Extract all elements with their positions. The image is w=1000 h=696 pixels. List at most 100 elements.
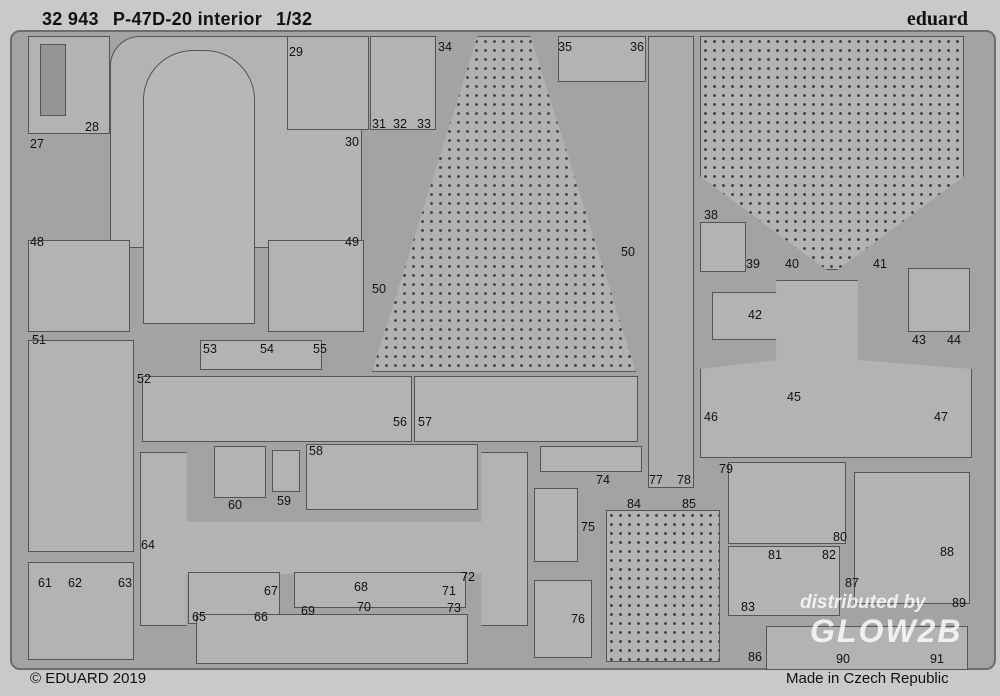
part-number: 77: [649, 473, 663, 487]
kit-number: 32 943: [42, 9, 99, 29]
part-number: 82: [822, 548, 836, 562]
part-number: 39: [746, 257, 760, 271]
part-66-73: [196, 614, 468, 664]
copyright: © EDUARD 2019: [30, 670, 147, 687]
part-number: 53: [203, 342, 217, 356]
part-number: 61: [38, 576, 52, 590]
part-number: 29: [289, 45, 303, 59]
part-38-39: [700, 222, 746, 272]
part-number: 48: [30, 235, 44, 249]
part-number: 87: [845, 576, 859, 590]
part-number: 86: [748, 650, 762, 664]
part-53-55: [200, 340, 322, 370]
part-number: 90: [836, 652, 850, 666]
part-number: 41: [873, 257, 887, 271]
part-number: 66: [254, 610, 268, 624]
part-number: 32: [393, 117, 407, 131]
part-51: [28, 340, 134, 552]
part-number: 50: [372, 282, 386, 296]
part-30-center: [143, 50, 255, 324]
part-35-36: [558, 36, 646, 82]
part-number: 44: [947, 333, 961, 347]
watermark-line1: distributed by: [800, 592, 926, 613]
fret-title: 32 943 P-47D-20 interior 1/32: [42, 9, 326, 30]
part-number: 80: [833, 530, 847, 544]
part-number: 63: [118, 576, 132, 590]
part-number: 58: [309, 444, 323, 458]
part-57: [414, 376, 638, 442]
part-number: 28: [85, 120, 99, 134]
part-number: 49: [345, 235, 359, 249]
part-84-85: [606, 510, 720, 662]
part-number: 56: [393, 415, 407, 429]
part-number: 36: [630, 40, 644, 54]
part-86-91: [766, 626, 968, 670]
part-76: [534, 580, 592, 658]
part-number: 70: [357, 600, 371, 614]
part-number: 76: [571, 612, 585, 626]
part-number: 34: [438, 40, 452, 54]
part-number: 51: [32, 333, 46, 347]
part-number: 72: [461, 570, 475, 584]
part-68-71: [294, 572, 466, 608]
part-number: 84: [627, 497, 641, 511]
part-29: [287, 36, 369, 130]
part-61-63: [28, 562, 134, 660]
part-number: 62: [68, 576, 82, 590]
part-number: 85: [682, 497, 696, 511]
part-77-78-strips: [648, 36, 694, 488]
part-number: 38: [704, 208, 718, 222]
part-number: 40: [785, 257, 799, 271]
part-number: 88: [940, 545, 954, 559]
part-number: 83: [741, 600, 755, 614]
part-number: 91: [930, 652, 944, 666]
part-number: 65: [192, 610, 206, 624]
part-75: [534, 488, 578, 562]
part-number: 69: [301, 604, 315, 618]
part-number: 30: [345, 135, 359, 149]
part-number: 54: [260, 342, 274, 356]
part-number: 42: [748, 308, 762, 322]
part-28-detail: [40, 44, 66, 116]
part-number: 74: [596, 473, 610, 487]
part-number: 31: [372, 117, 386, 131]
part-number: 46: [704, 410, 718, 424]
origin-text: Made in Czech Republic: [786, 670, 949, 687]
part-31-33: [370, 36, 436, 130]
part-number: 47: [934, 410, 948, 424]
part-number: 79: [719, 462, 733, 476]
part-number: 71: [442, 584, 456, 598]
part-87-88: [854, 472, 970, 604]
part-number: 75: [581, 520, 595, 534]
part-number: 50: [621, 245, 635, 259]
part-52-56: [142, 376, 412, 442]
part-number: 73: [447, 601, 461, 615]
part-number: 59: [277, 494, 291, 508]
part-number: 57: [418, 415, 432, 429]
part-60: [214, 446, 266, 498]
part-number: 27: [30, 137, 44, 151]
part-number: 67: [264, 584, 278, 598]
brand-logo: eduard: [906, 8, 968, 30]
part-number: 52: [137, 372, 151, 386]
part-59: [272, 450, 300, 492]
part-number: 35: [558, 40, 572, 54]
part-number: 78: [677, 473, 691, 487]
part-number: 43: [912, 333, 926, 347]
watermark-logo: GLOW2B: [810, 613, 963, 649]
part-43-44: [908, 268, 970, 332]
kit-scale: 1/32: [276, 9, 313, 29]
kit-title: P-47D-20 interior: [112, 9, 263, 29]
part-number: 68: [354, 580, 368, 594]
part-number: 55: [313, 342, 327, 356]
part-number: 33: [417, 117, 431, 131]
part-79-80: [728, 462, 846, 544]
part-81-83: [728, 546, 840, 616]
part-number: 81: [768, 548, 782, 562]
part-48: [28, 240, 130, 332]
part-49: [268, 240, 364, 332]
part-number: 60: [228, 498, 242, 512]
part-58: [306, 444, 478, 510]
part-number: 64: [141, 538, 155, 552]
